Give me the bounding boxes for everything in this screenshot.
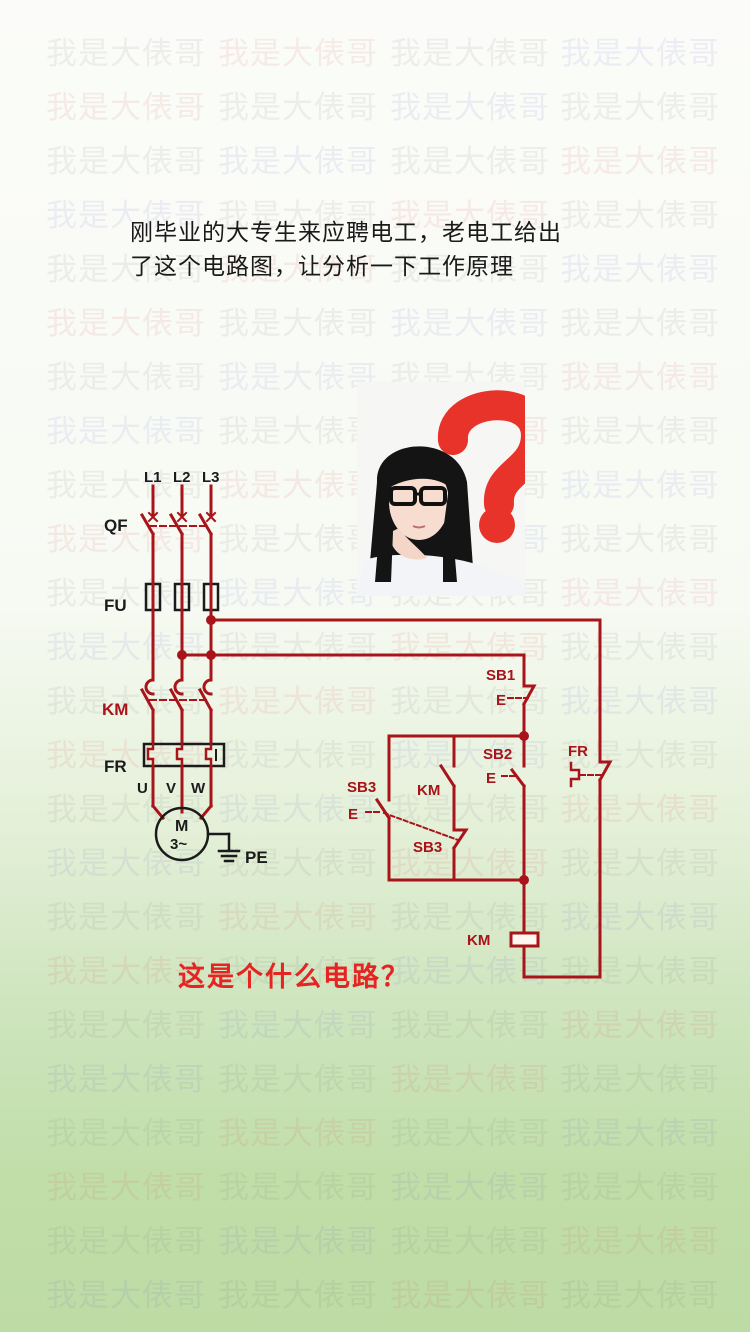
label-w: W xyxy=(191,780,206,797)
sb2-start-button-icon xyxy=(501,767,527,789)
label-fu: FU xyxy=(104,596,127,615)
ground-pe-icon xyxy=(217,849,241,863)
fr-thermal-relay-icon xyxy=(142,742,226,768)
label-sb3-nc: SB3 xyxy=(413,839,442,856)
motor-icon xyxy=(154,806,231,862)
label-km-main: KM xyxy=(102,700,128,719)
question-mark-icon xyxy=(438,390,525,543)
power-feeders xyxy=(151,484,213,518)
headline: 刚毕业的大专生来应聘电工，老电工给出 了这个电路图，让分析一下工作原理 xyxy=(130,216,630,284)
label-sb3-e: E xyxy=(348,806,358,823)
sb3-jog-button-icon xyxy=(365,797,460,842)
label-sb2-e: E xyxy=(486,770,496,787)
label-sb3: SB3 xyxy=(347,779,376,796)
label-l1: L1 xyxy=(144,469,162,486)
label-sb1-e: E xyxy=(496,692,506,709)
label-l3: L3 xyxy=(202,469,220,486)
km-main-contacts-icon xyxy=(139,678,214,746)
km-coil-icon xyxy=(509,931,540,948)
fr-nc-contact-icon xyxy=(569,760,613,979)
label-sb2: SB2 xyxy=(483,746,512,763)
sb1-stop-button-icon xyxy=(507,684,537,707)
label-motor-3phase: 3~ xyxy=(170,836,187,853)
label-l2: L2 xyxy=(173,469,191,486)
label-motor-m: M xyxy=(175,818,188,835)
label-u: U xyxy=(137,780,148,797)
headline-line-2: 了这个电路图，让分析一下工作原理 xyxy=(130,254,514,280)
headline-line-1: 刚毕业的大专生来应聘电工，老电工给出 xyxy=(130,220,562,246)
label-fr-control: FR xyxy=(568,743,588,760)
label-pe: PE xyxy=(245,848,268,867)
label-km-coil: KM xyxy=(467,932,490,949)
thinking-girl-illustration xyxy=(357,382,525,596)
label-km-self-lock: KM xyxy=(417,782,440,799)
label-fr-main: FR xyxy=(104,757,127,776)
qf-breaker-icon xyxy=(139,511,217,586)
label-sb1: SB1 xyxy=(486,667,515,684)
sb3-nc-contact-icon xyxy=(451,828,469,851)
question-text: 这是个什么电路？ xyxy=(178,962,410,993)
label-qf: QF xyxy=(104,516,128,535)
km-self-lock-contact-icon xyxy=(438,763,457,789)
label-v: V xyxy=(166,780,176,797)
